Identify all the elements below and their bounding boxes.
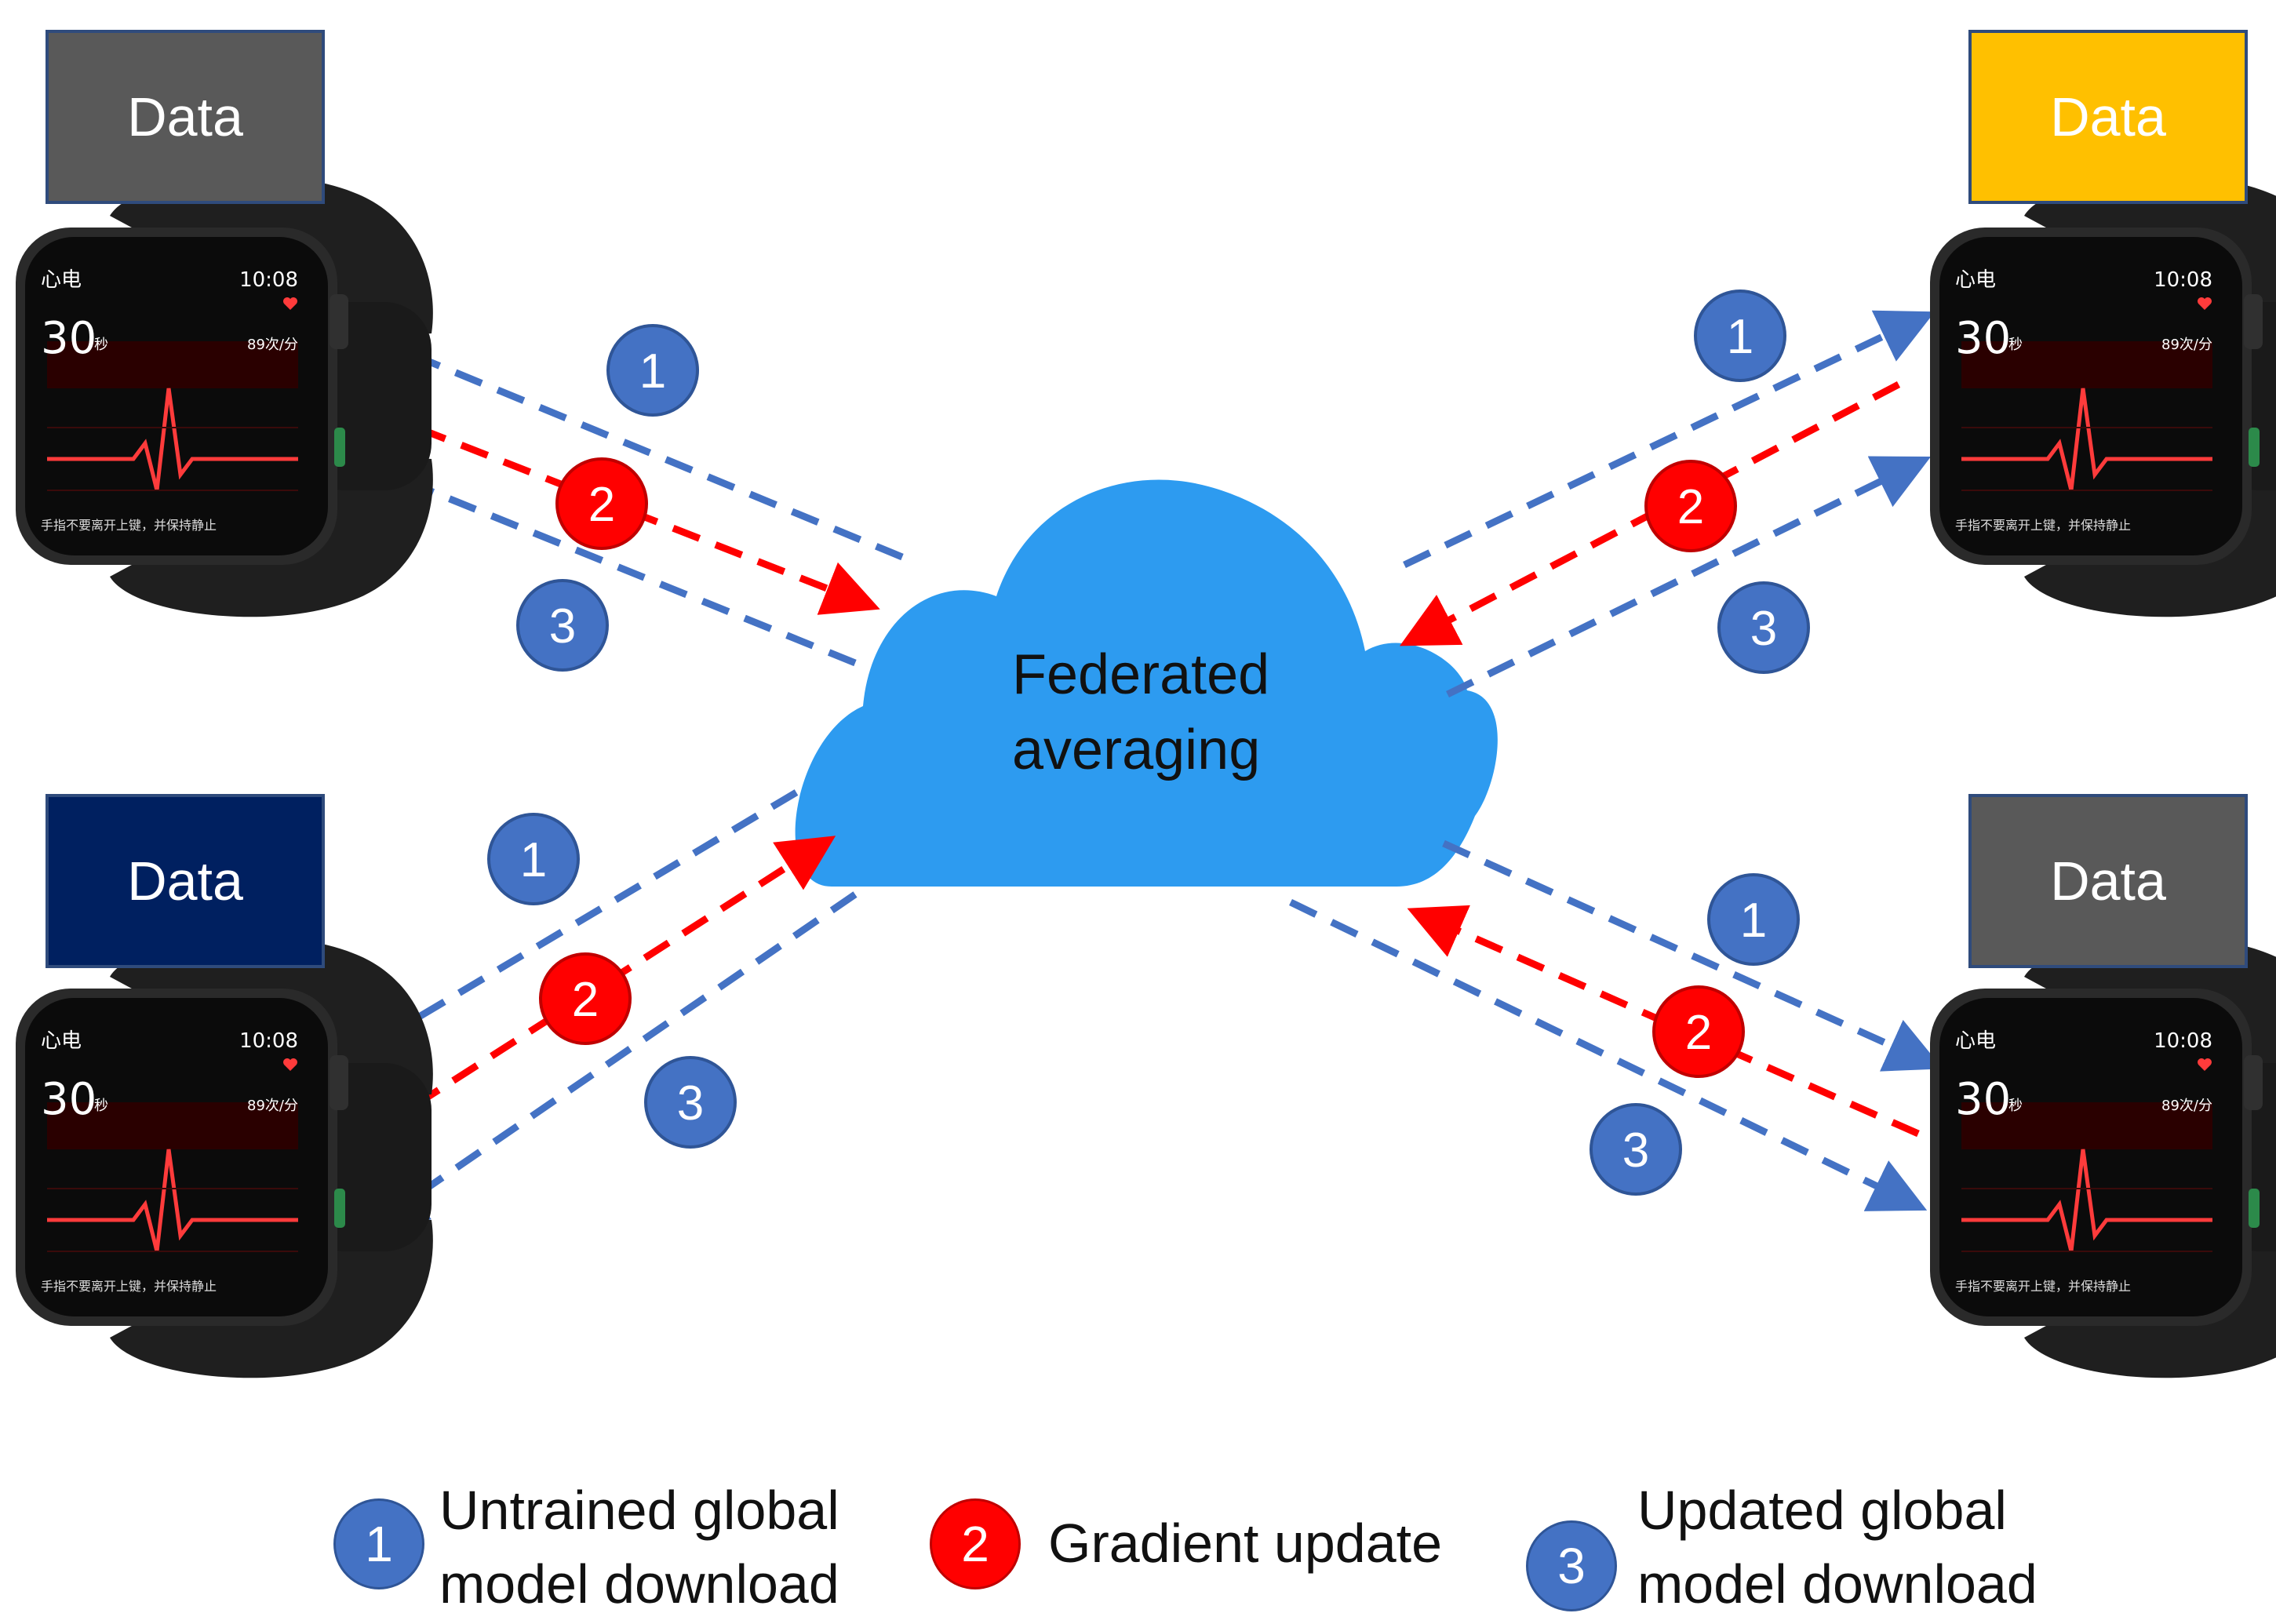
legend-line: Untrained global — [439, 1480, 839, 1541]
badge-2-bottom-left — [539, 952, 632, 1045]
smartwatch-icon — [16, 937, 433, 1378]
screen-bpm: 89次/分 — [247, 337, 298, 353]
screen-time: 10:08 — [2154, 1029, 2212, 1053]
screen-seconds-unit: 秒 — [94, 1098, 108, 1114]
cloud-shape — [795, 479, 1498, 887]
screen-seconds: 30 — [1955, 313, 2011, 364]
smartwatch-icon — [16, 176, 433, 617]
screen-time: 10:08 — [239, 1029, 298, 1053]
data-label: Data — [127, 86, 243, 147]
screen-seconds: 30 — [41, 1074, 97, 1125]
badge-1-top-left-label: 1 — [639, 344, 666, 399]
legend-line: model download — [439, 1553, 839, 1615]
badge-2-top-right — [1644, 460, 1737, 552]
legend-text-1: Untrained global model download — [439, 1473, 839, 1621]
screen-title: 心电 — [1955, 268, 1996, 292]
heart-icon — [283, 297, 297, 310]
badge-3-bottom-left-label: 3 — [677, 1076, 704, 1131]
data-box-top-right: Data — [1968, 30, 2248, 204]
screen-bpm: 89次/分 — [247, 1098, 298, 1114]
badge-3-top-left — [516, 579, 609, 672]
cloud-label-line2: averaging — [1012, 719, 1261, 781]
legend-text-2: Gradient update — [1048, 1506, 1442, 1580]
heart-icon — [283, 1058, 297, 1071]
badge-2-bottom-left-label: 2 — [572, 973, 599, 1027]
badge-2-bottom-right — [1652, 985, 1745, 1078]
screen-hint: 手指不要离开上键，并保持静止 — [1955, 1279, 2131, 1294]
screen-seconds: 30 — [41, 313, 97, 364]
screen-title: 心电 — [1955, 1029, 1996, 1053]
legend-badge-2: 2 — [930, 1498, 1021, 1589]
legend-badge-3: 3 — [1526, 1520, 1617, 1611]
legend-line: model download — [1637, 1553, 2037, 1615]
cloud-label: Federated averaging — [1012, 637, 1295, 788]
screen-time: 10:08 — [2154, 268, 2212, 292]
screen-bpm: 89次/分 — [2161, 337, 2212, 353]
badge-1-bottom-left-label: 1 — [520, 833, 547, 887]
screen-hint: 手指不要离开上键，并保持静止 — [1955, 518, 2131, 533]
screen-title: 心电 — [41, 268, 82, 292]
badge-1-bottom-right — [1707, 873, 1800, 966]
data-label: Data — [2050, 850, 2166, 912]
data-box-bottom-right: Data — [1968, 794, 2248, 968]
screen-hint: 手指不要离开上键，并保持静止 — [41, 1279, 217, 1294]
screen-title: 心电 — [41, 1029, 82, 1053]
smartwatch-icon — [1930, 176, 2276, 617]
screen-bpm: 89次/分 — [2161, 1098, 2212, 1114]
screen-seconds: 30 — [1955, 1074, 2011, 1125]
arrow-3-top-right — [1446, 456, 1932, 698]
cloud-label-line1: Federated — [1012, 643, 1270, 706]
badge-3-bottom-left — [644, 1056, 737, 1149]
badge-3-bottom-right-label: 3 — [1622, 1123, 1649, 1178]
arrow-3-bottom-right — [1289, 898, 1928, 1211]
badge-3-top-left-label: 3 — [549, 599, 576, 654]
badge-3-top-right — [1717, 581, 1810, 674]
arrow-3-bottom-left — [369, 891, 858, 1229]
badge-3-bottom-right — [1590, 1103, 1682, 1196]
data-label: Data — [2050, 86, 2166, 147]
badge-2-bottom-right-label: 2 — [1685, 1006, 1712, 1060]
screen-hint: 手指不要离开上键，并保持静止 — [41, 518, 217, 533]
heart-icon — [2198, 1058, 2212, 1071]
legend-line: Updated global — [1637, 1480, 2007, 1541]
data-box-bottom-left: Data — [46, 794, 325, 968]
data-box-top-left: Data — [46, 30, 325, 204]
legend-text-3: Updated global model download — [1637, 1473, 2037, 1621]
screen-seconds-unit: 秒 — [94, 337, 108, 353]
badge-2-top-left — [555, 457, 648, 550]
screen-seconds-unit: 秒 — [2008, 1098, 2023, 1114]
arrow-1-top-right — [1403, 310, 1936, 569]
badge-2-top-right-label: 2 — [1677, 480, 1704, 534]
smartwatch-icon — [1930, 937, 2276, 1378]
arrow-1-top-left — [348, 323, 904, 561]
badge-1-bottom-left — [487, 813, 580, 905]
legend-badge-1: 1 — [333, 1498, 424, 1589]
badge-1-top-right — [1694, 289, 1786, 382]
badge-1-top-right-label: 1 — [1727, 310, 1753, 364]
badge-3-top-right-label: 3 — [1750, 602, 1777, 656]
data-label: Data — [127, 850, 243, 912]
screen-time: 10:08 — [239, 268, 298, 292]
legend-line: Gradient update — [1048, 1513, 1443, 1574]
heart-icon — [2198, 297, 2212, 310]
badge-1-top-left — [606, 324, 699, 417]
badge-1-bottom-right-label: 1 — [1740, 894, 1767, 948]
badge-2-top-left-label: 2 — [588, 478, 615, 532]
screen-seconds-unit: 秒 — [2008, 337, 2023, 353]
